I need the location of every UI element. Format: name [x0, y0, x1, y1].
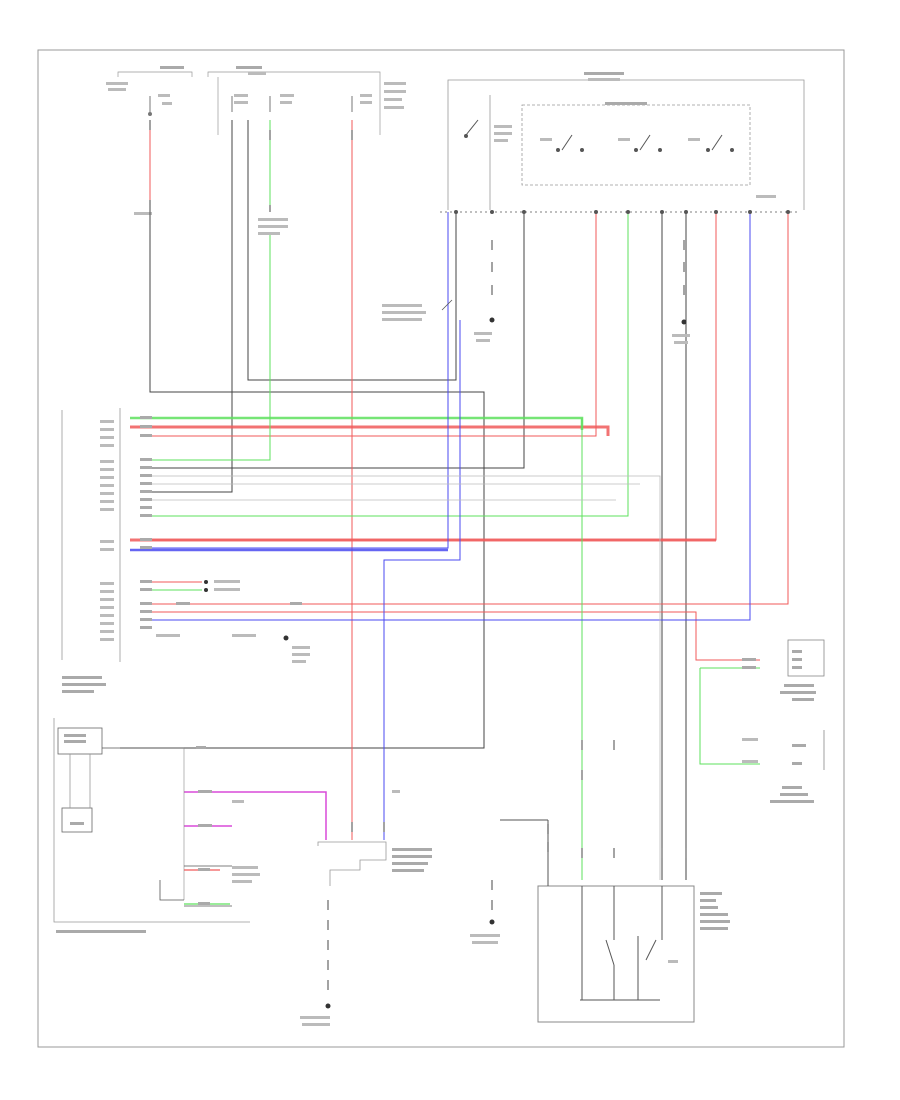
red-wires: [149, 120, 789, 840]
diagram-frame: [37, 49, 845, 1048]
meter-assembly-labels: [56, 734, 260, 933]
right-sensor-boxes: [787, 639, 825, 770]
top-left-supply-group: [117, 71, 381, 135]
switch-contacts: [464, 119, 734, 152]
center-connector-labels: [392, 790, 432, 872]
meter-wires: [159, 865, 232, 907]
top-left-labels: [106, 66, 406, 235]
green-bus-wire: [130, 416, 584, 430]
combination-switch-box: [447, 79, 805, 210]
strip-connector-dots: [454, 210, 790, 214]
fuse-symbols: [148, 96, 353, 116]
combination-switch-labels: [494, 72, 776, 198]
ecu-connector-bracket: [61, 408, 121, 662]
bottom-right-relay-box: [500, 819, 695, 1023]
wire-code-marks: [140, 416, 756, 905]
meter-assembly-box: [53, 718, 250, 923]
connector-dashes: [149, 130, 687, 990]
ground-symbols: [204, 317, 687, 1009]
small-switch-near-ground: [382, 299, 453, 321]
ecu-pin-labels: [62, 420, 114, 693]
purple-wires: [184, 791, 327, 840]
bottom-right-relay-labels: [668, 892, 730, 963]
light-gray-wires: [150, 475, 661, 880]
red-bus-wires: [130, 425, 716, 542]
ground-labels: [156, 332, 690, 1026]
center-connector-block: [317, 841, 387, 886]
right-sensor-labels: [742, 650, 816, 803]
blue-wires: [150, 212, 751, 840]
